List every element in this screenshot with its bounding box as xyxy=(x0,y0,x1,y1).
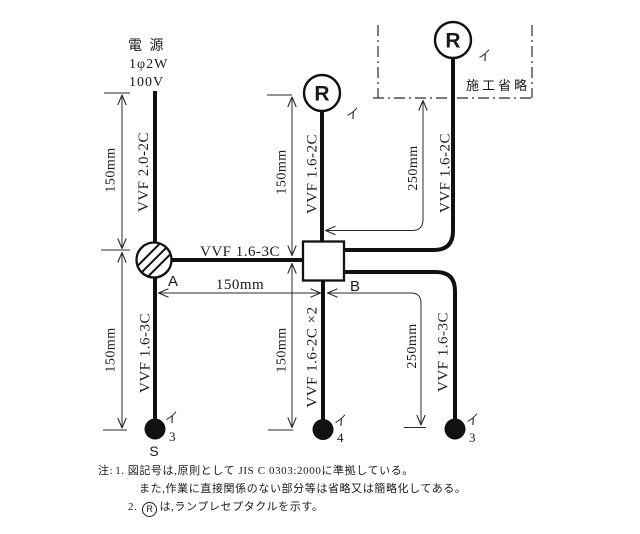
dim-line-switch-right-250 xyxy=(328,293,422,425)
note-1-text: 図記号は,原則として JIS C 0303:2000に準拠している。 xyxy=(127,465,414,477)
switch-mid-symbol xyxy=(312,419,334,440)
circuit-mark-lamp-right: イ xyxy=(476,47,493,65)
cable-label-lamp-mid: VVF 1.6-2C xyxy=(305,134,321,214)
dim-label-switch-mid: 150mm xyxy=(275,327,290,372)
lamp-receptacle-mid-symbol: R xyxy=(302,73,342,113)
note-2-text: は,ランプレセプタクルを示す。 xyxy=(159,501,324,513)
power-source-voltage: 100V xyxy=(129,75,164,90)
dim-label-lamp-mid: 150mm xyxy=(275,149,290,194)
power-source-block: 電 源 1φ2W 100V xyxy=(128,38,168,90)
note-line-1: 注:1.図記号は,原則として JIS C 0303:2000に準拠している。 xyxy=(98,462,414,478)
cable-lamp-right xyxy=(344,58,455,252)
cable-label-switch-right: VVF 1.6-3C xyxy=(436,312,452,392)
box-a-label: A xyxy=(168,273,178,290)
circuit-mark-lamp-mid: イ xyxy=(344,105,361,123)
switch-mid-ways: 4 xyxy=(337,430,344,445)
lamp-receptacle-mid-circle xyxy=(302,73,342,113)
cable-label-switch-left: VVF 1.6-3C xyxy=(138,313,154,393)
switch-left-symbol xyxy=(144,418,166,440)
note-1-continued-text: また,作業に直接関係のない部分等は省略又は簡略化してある。 xyxy=(139,483,467,495)
power-source-title: 電 源 xyxy=(128,38,166,54)
cable-label-source: VVF 2.0-2C xyxy=(136,132,152,212)
cable-label-a-to-b: VVF 1.6-3C xyxy=(200,244,280,260)
note-2-number: 2. xyxy=(128,501,138,513)
switch-left-tag: S xyxy=(149,443,158,459)
vvf-joint-box-a-symbol xyxy=(135,241,173,279)
dim-label-a-b: 150mm xyxy=(216,277,264,293)
dim-label-switch-left: 150mm xyxy=(104,327,119,372)
note-line-2: また,作業に直接関係のない部分等は省略又は簡略化してある。 xyxy=(139,480,467,496)
circled-r-symbol: R xyxy=(142,502,158,517)
note-head: 注: xyxy=(98,465,114,477)
lamp-receptacle-right-symbol: R xyxy=(433,20,473,60)
dim-label-lamp-right: 250mm xyxy=(406,145,421,190)
switch-right-symbol xyxy=(444,418,466,440)
switch-right-ways: 3 xyxy=(469,430,476,445)
note-1-number: 1. xyxy=(115,465,125,477)
power-source-phase: 1φ2W xyxy=(129,57,168,72)
dim-label-switch-right: 250mm xyxy=(405,323,420,368)
lamp-receptacle-right-circle xyxy=(433,20,473,60)
switch-left-ways: 3 xyxy=(169,429,176,444)
dim-label-source: 150mm xyxy=(104,147,119,192)
circuit-mark-switch-left: イ xyxy=(163,409,180,427)
box-b-label: B xyxy=(350,278,360,295)
cable-label-switch-mid: VVF 1.6-2C ×2 xyxy=(305,306,321,407)
joint-box-a-hatch xyxy=(137,243,171,277)
lamp-receptacle-right-letter: R xyxy=(445,30,460,53)
cable-switch-right xyxy=(344,270,457,419)
circuit-mark-switch-right: イ xyxy=(464,411,481,429)
omitted-area-label: 施工省略 xyxy=(466,78,530,93)
outlet-box-b-symbol xyxy=(301,240,346,282)
dim-line-lamp-right-250 xyxy=(326,101,424,231)
lamp-receptacle-mid-letter: R xyxy=(314,83,329,106)
circuit-mark-switch-mid: イ xyxy=(332,412,349,430)
cable-label-lamp-right: VVF 1.6-2C xyxy=(438,133,454,213)
